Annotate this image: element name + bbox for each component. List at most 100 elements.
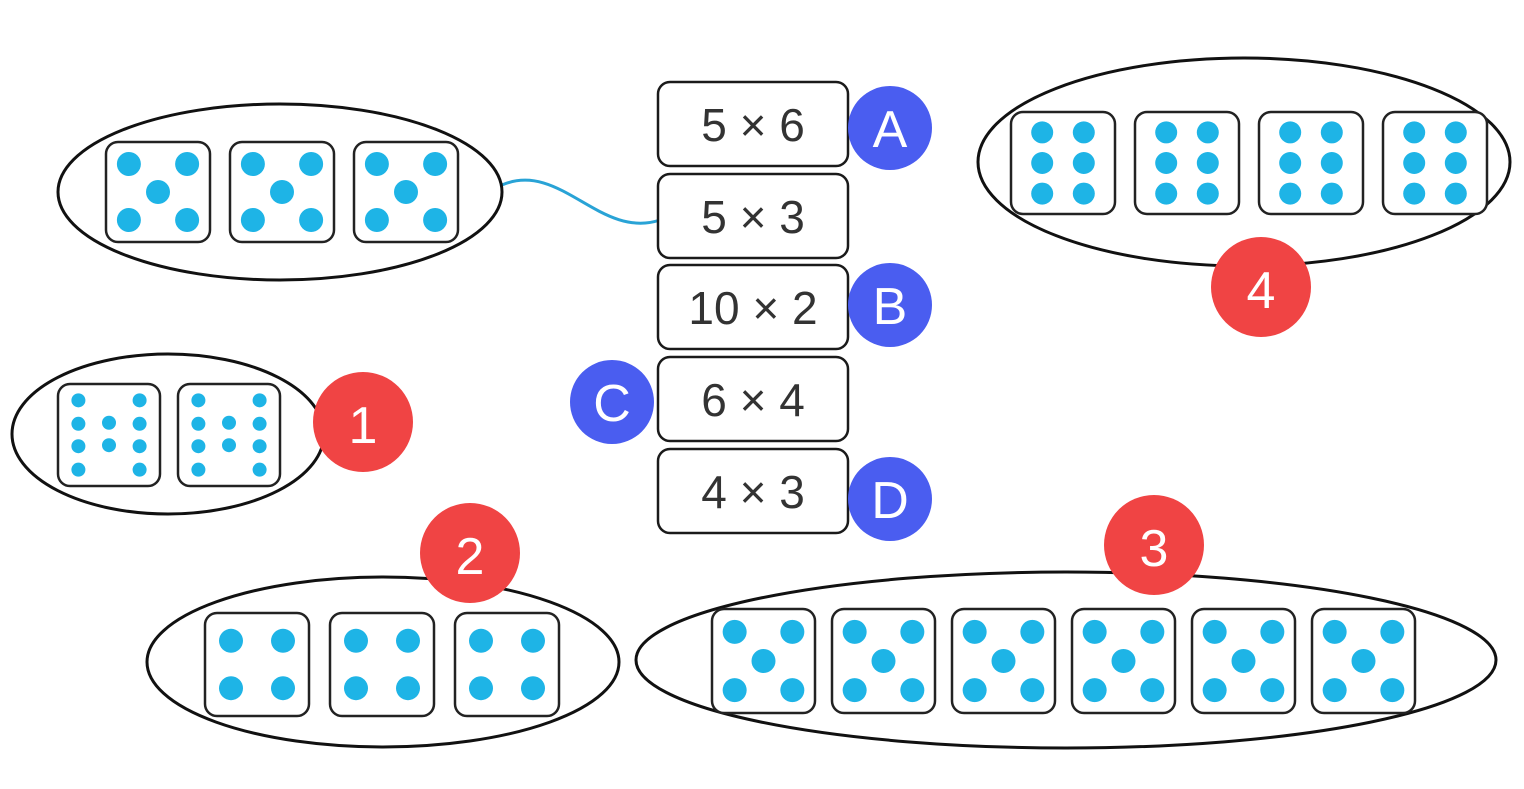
- pip: [364, 152, 389, 176]
- group-4-die-4: [1381, 110, 1489, 216]
- letter-badge-b: B: [848, 263, 932, 347]
- pip: [71, 439, 86, 454]
- pip: [1031, 182, 1054, 205]
- pip: [1403, 121, 1426, 144]
- pip: [1155, 121, 1178, 144]
- group-3-die-4: [1070, 607, 1177, 715]
- pip: [271, 676, 295, 701]
- svg-text:1: 1: [349, 397, 378, 455]
- pip: [1140, 678, 1165, 703]
- pip: [521, 676, 545, 701]
- pip: [423, 152, 448, 176]
- pip: [1320, 152, 1343, 174]
- pip: [396, 628, 420, 653]
- pip: [1351, 649, 1376, 673]
- group-2-die-3: [453, 611, 561, 718]
- top-left-die-2: [228, 140, 336, 244]
- pip: [1279, 121, 1302, 144]
- pip: [1031, 152, 1054, 174]
- pip: [252, 439, 267, 454]
- pip: [116, 208, 141, 232]
- group-4-die-3: [1257, 110, 1365, 216]
- pip: [252, 462, 267, 477]
- connector-line: [501, 178, 661, 225]
- pip: [219, 628, 243, 653]
- pip: [252, 393, 267, 408]
- pip: [469, 676, 493, 701]
- svg-text:A: A: [873, 101, 908, 159]
- group-3-die-1: [710, 607, 817, 715]
- card-0-text: 5 × 6: [701, 99, 805, 151]
- pip: [175, 208, 200, 232]
- pip: [1231, 649, 1256, 673]
- dice-group-4: [1009, 110, 1489, 216]
- pip: [751, 649, 776, 673]
- card-4[interactable]: 4 × 3: [656, 447, 850, 535]
- card-3-text: 6 × 4: [701, 374, 805, 426]
- group-4-die-2: [1133, 110, 1241, 216]
- pip: [222, 415, 236, 430]
- pip: [344, 676, 368, 701]
- pip: [102, 438, 116, 453]
- svg-text:3: 3: [1140, 520, 1169, 578]
- svg-text:4: 4: [1247, 262, 1276, 320]
- pip: [396, 676, 420, 701]
- pip: [1020, 678, 1045, 703]
- letter-badge-c: C: [570, 360, 654, 444]
- pip: [1140, 619, 1165, 644]
- group-2-die-1: [203, 611, 311, 718]
- pip: [1196, 121, 1219, 144]
- pip: [1320, 182, 1343, 205]
- pip: [1322, 678, 1347, 703]
- group-1-die-2: [176, 382, 282, 488]
- pip: [222, 438, 236, 453]
- pip: [1279, 182, 1302, 205]
- svg-text:D: D: [871, 472, 909, 530]
- card-2[interactable]: 10 × 2: [656, 263, 850, 351]
- card-4-text: 4 × 3: [701, 466, 805, 518]
- pip: [1072, 152, 1095, 174]
- svg-text:2: 2: [456, 528, 485, 586]
- group-3-die-5: [1190, 607, 1297, 715]
- pip: [1380, 678, 1405, 703]
- pip: [240, 152, 265, 176]
- pip: [146, 180, 170, 204]
- pip: [900, 619, 925, 644]
- pip: [344, 628, 368, 653]
- pip: [1082, 678, 1107, 703]
- card-1[interactable]: 5 × 3: [656, 172, 850, 260]
- pip: [1260, 678, 1285, 703]
- pip: [1260, 619, 1285, 644]
- pip: [175, 152, 200, 176]
- pip: [1196, 152, 1219, 174]
- pip: [871, 649, 896, 673]
- pip: [252, 416, 267, 431]
- pip: [1202, 619, 1227, 644]
- dice-group-1: [56, 382, 282, 488]
- group-3-die-3: [950, 607, 1057, 715]
- pip: [1202, 678, 1227, 703]
- pip: [191, 393, 206, 408]
- number-badge-3: 3: [1104, 495, 1204, 595]
- pip: [722, 619, 747, 644]
- card-3[interactable]: 6 × 4: [656, 355, 850, 443]
- pip: [219, 676, 243, 701]
- pip: [132, 462, 147, 477]
- pip: [1279, 152, 1302, 174]
- pip: [962, 619, 987, 644]
- pip: [299, 152, 324, 176]
- pip: [299, 208, 324, 232]
- number-badge-4: 4: [1211, 237, 1311, 337]
- dice-group-top-left: [104, 140, 460, 244]
- dice-group-2: [203, 611, 561, 718]
- pip: [1020, 619, 1045, 644]
- pip: [842, 678, 867, 703]
- pip: [71, 393, 86, 408]
- pip: [423, 208, 448, 232]
- group-oval-3: [634, 570, 1498, 750]
- svg-text:C: C: [593, 375, 631, 433]
- pip: [71, 416, 86, 431]
- card-0[interactable]: 5 × 6: [656, 80, 850, 168]
- pip: [102, 415, 116, 430]
- pip: [1072, 182, 1095, 205]
